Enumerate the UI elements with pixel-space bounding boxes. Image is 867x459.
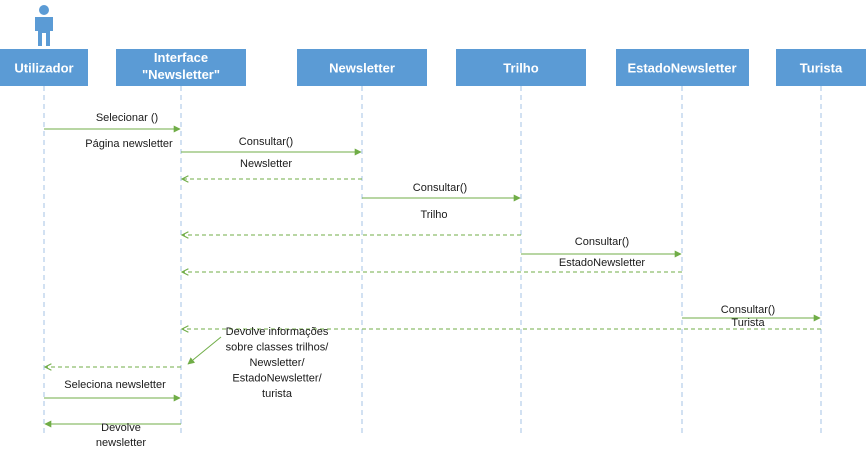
participant-turista: Turista (776, 49, 866, 86)
message-label: Selecionar () (96, 112, 158, 124)
message-8: Consultar() (682, 304, 821, 322)
message-1: Selecionar () (44, 112, 181, 133)
message-11: Seleciona newsletter (44, 379, 181, 402)
note-devolve-informacoes: Devolve informações sobre classes trilhos… (226, 326, 330, 400)
participant-box (456, 49, 586, 86)
participant-name: Trilho (503, 61, 538, 76)
message-5: Trilho (182, 209, 521, 235)
messages: Selecionar ()Consultar()NewsletterConsul… (44, 112, 821, 449)
participant-box (0, 49, 88, 86)
note-pointer-arrow (187, 336, 222, 365)
participant-box (616, 49, 749, 86)
participant-name: Turista (800, 61, 843, 76)
participant-name: "Newsletter" (142, 67, 220, 82)
participant-box (776, 49, 866, 86)
participant-name: Interface (154, 50, 208, 65)
message-label: newsletter (96, 437, 146, 449)
message-label: Newsletter (240, 158, 292, 170)
participant-box (116, 49, 246, 86)
message-label: Trilho (420, 209, 447, 221)
message-label: Seleciona newsletter (64, 379, 166, 391)
person-icon (35, 5, 53, 46)
participant-estado: EstadoNewsletter (616, 49, 749, 86)
participant-interface: Interface "Newsletter" (116, 49, 246, 86)
message-6: Consultar() (521, 236, 682, 258)
message-label: Consultar() (239, 136, 293, 148)
message-3: Newsletter (182, 158, 362, 179)
participant-name: Newsletter (329, 61, 395, 76)
message-9: Turista (182, 317, 821, 329)
message-label: Devolve (101, 422, 141, 434)
participant-boxes: Utilizador Interface "Newsletter" Newslette… (0, 49, 866, 86)
message-label: Consultar() (575, 236, 629, 248)
message-label: Consultar() (721, 304, 775, 316)
message-label: Turista (731, 317, 765, 329)
note-pagina-newsletter: Página newsletter (85, 138, 173, 150)
note-text: turista (262, 388, 293, 400)
message-7: EstadoNewsletter (182, 257, 682, 272)
note-text: Página newsletter (85, 138, 173, 150)
participant-utilizador: Utilizador (0, 49, 88, 86)
message-12: Devolve newsletter (44, 420, 181, 449)
participant-newsletter: Newsletter (297, 49, 427, 86)
lifelines (43, 86, 822, 433)
message-4: Consultar() (362, 182, 521, 202)
participant-name: EstadoNewsletter (627, 61, 736, 76)
participant-box (297, 49, 427, 86)
message-label: EstadoNewsletter (559, 257, 646, 269)
participant-name: Utilizador (14, 61, 73, 76)
message-2: Consultar() (181, 136, 362, 156)
note-text: Newsletter/ (249, 357, 305, 369)
message-label: Consultar() (413, 182, 467, 194)
participant-trilho: Trilho (456, 49, 586, 86)
note-text: sobre classes trilhos/ (226, 342, 330, 354)
note-text: EstadoNewsletter/ (232, 373, 322, 385)
note-text: Devolve informações (226, 326, 329, 338)
